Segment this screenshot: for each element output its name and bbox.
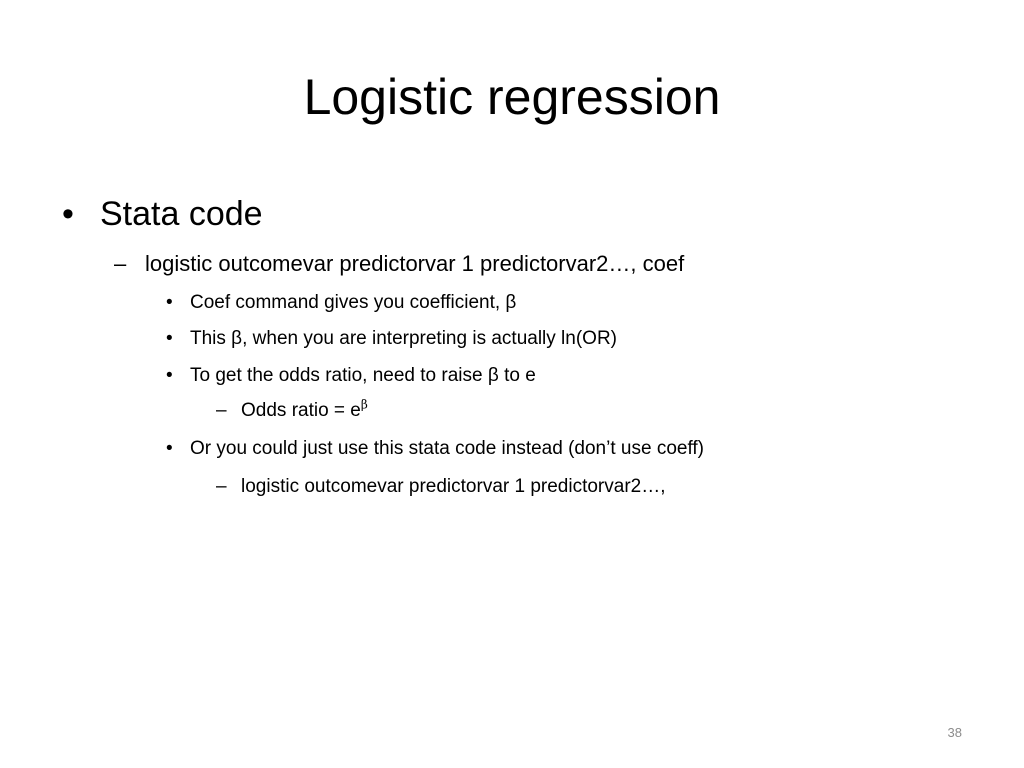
bullet-text: Coef command gives you coefficient, β xyxy=(190,292,517,313)
subbullet-text: Odds ratio = eβ xyxy=(241,399,368,423)
formula-superscript: β xyxy=(360,397,368,412)
bullet-text: To get the odds ratio, need to raise β t… xyxy=(190,365,536,386)
subbullet-text: logistic outcomevar predictorvar 1 predi… xyxy=(241,476,666,497)
slide-title: Logistic regression xyxy=(303,69,721,125)
bullet-text: Stata code xyxy=(100,195,263,233)
bullet-marker: • xyxy=(166,365,173,386)
bullet-marker: • xyxy=(62,195,74,233)
bullet-marker: • xyxy=(166,292,173,313)
bullet-text: This β, when you are interpreting is act… xyxy=(190,328,617,349)
dash-marker: – xyxy=(216,476,227,497)
page-number: 38 xyxy=(947,725,962,740)
bullet-marker: • xyxy=(166,438,173,459)
bullet-marker: • xyxy=(166,328,173,349)
dash-marker: – xyxy=(216,400,227,421)
formula-text: Odds ratio = e xyxy=(241,400,361,421)
subbullet-text: logistic outcomevar predictorvar 1 predi… xyxy=(145,251,685,276)
bullet-text: Or you could just use this stata code in… xyxy=(190,438,704,459)
dash-marker: – xyxy=(114,251,127,276)
